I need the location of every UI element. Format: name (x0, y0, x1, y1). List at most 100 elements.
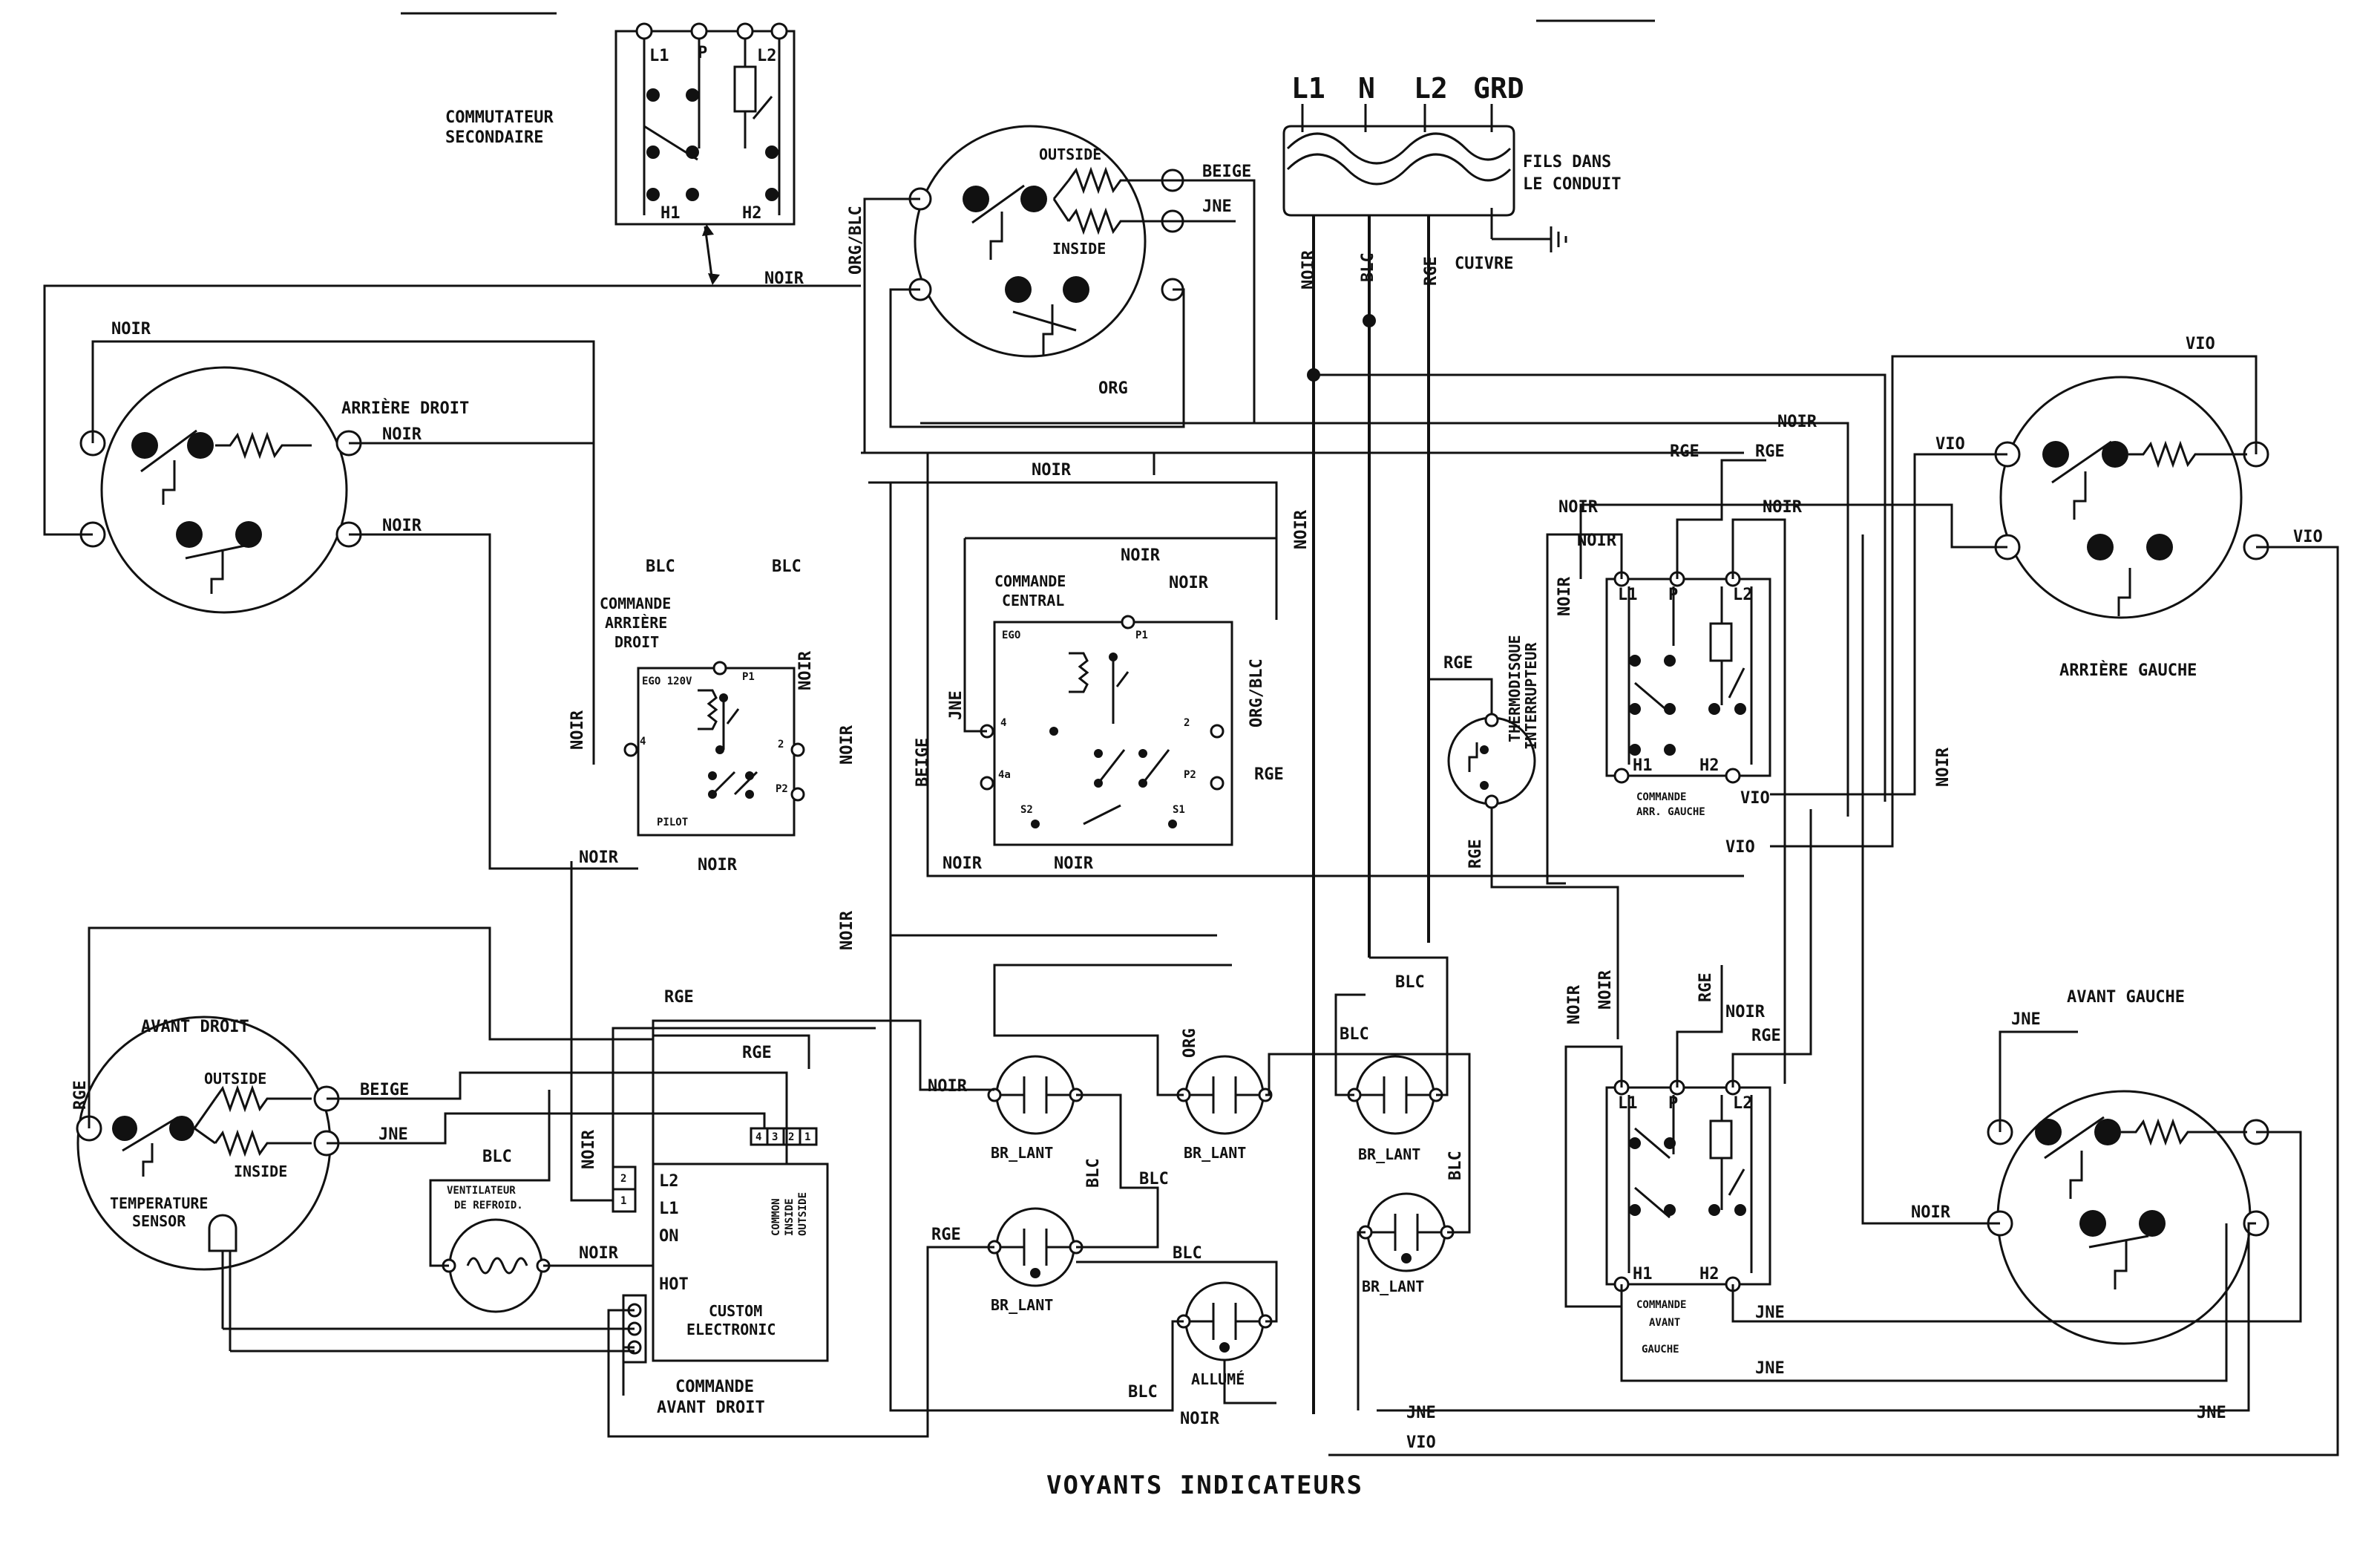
svg-text:ON: ON (659, 1227, 679, 1246)
rear-left-wire-vio-2: VIO (2186, 335, 2215, 353)
lamp-wire-blc-5: BLC (1446, 1151, 1465, 1180)
fl-ctrl-wire-rge-1: RGE (1697, 972, 1715, 1002)
rear-left-wire-vio-1: VIO (1935, 435, 1965, 454)
fl-ctrl-wire-noir-2: NOIR (1596, 969, 1615, 1010)
thermodisque-label-1: THERMODISQUE (1506, 635, 1524, 743)
svg-text:PILOT: PILOT (657, 817, 688, 828)
supply-n: N (1358, 72, 1375, 105)
rl-ctrl-wire-noir-1: NOIR (1558, 498, 1599, 517)
svg-text:3: 3 (772, 1131, 778, 1143)
front-right-label: AVANT DROIT (141, 1018, 249, 1036)
center-ctrl-wire-noir-5: NOIR (1054, 854, 1094, 873)
svg-text:H2: H2 (742, 204, 762, 223)
svg-text:L2: L2 (1733, 1094, 1753, 1113)
temp-sensor-label-1: TEMPERATURE (110, 1194, 208, 1212)
rl-ctrl-wire-vio-2: VIO (1725, 838, 1755, 857)
fr-ctrl-wire-noir: NOIR (580, 1129, 598, 1169)
svg-text:L2: L2 (659, 1172, 679, 1191)
front-left-element: AVANT GAUCHE JNE NOIR (1911, 988, 2269, 1345)
front-left-wire-noir: NOIR (1911, 1203, 1951, 1222)
lamp-2-label: BR_LANT (1184, 1144, 1246, 1162)
svg-text:1: 1 (620, 1195, 626, 1207)
svg-text:S1: S1 (1173, 804, 1185, 816)
rear-right-label: ARRIÈRE DROIT (341, 399, 469, 418)
svg-text:H1: H1 (1633, 1265, 1653, 1284)
fl-ctrl-label-2: AVANT (1649, 1317, 1680, 1329)
svg-text:H2: H2 (1699, 756, 1720, 775)
rl-ctrl-wire-noir-4: NOIR (1555, 576, 1574, 616)
conduit-label-1: FILS DANS (1523, 153, 1611, 171)
rr-ctrl-label-2: ARRIÈRE (605, 614, 667, 632)
front-right-control: VENTILATEUR DE REFROID. NOIR BLC L2 L1 O… (442, 988, 829, 1417)
supply-l1: L1 (1291, 72, 1325, 105)
fan-label-2: DE REFROID. (454, 1200, 523, 1211)
indicator-lamps: BR_LANT BR_LANT BR_LANT BR_LANT BR_LANT (928, 973, 1465, 1428)
rr-ctrl-wire-noir-2: NOIR (796, 650, 815, 690)
front-right-inside-label: INSIDE (234, 1162, 287, 1180)
secondary-switch-label-2: SECONDAIRE (445, 128, 543, 147)
svg-text:2: 2 (1184, 717, 1190, 729)
svg-text:L1: L1 (1618, 1094, 1638, 1113)
supply-grd: GRD (1473, 72, 1524, 105)
svg-text:HOT: HOT (659, 1275, 689, 1294)
lamp-wire-blc-3: BLC (1084, 1158, 1103, 1188)
rl-ctrl-wire-rge-2: RGE (1755, 442, 1785, 461)
common-label-2: INSIDE (784, 1198, 796, 1236)
svg-text:4: 4 (755, 1131, 761, 1143)
front-left-wire-jne: JNE (2011, 1010, 2041, 1029)
power-supply: L1 N L2 GRD FILS DANS LE CONDUIT CUIVRE … (1282, 72, 1621, 1414)
center-ctrl-wire-org-blc: ORG/BLC (1248, 658, 1266, 727)
thermodisque-wire-rge-1: RGE (1443, 654, 1473, 673)
rear-right-wire-noir-2: NOIR (382, 517, 422, 535)
front-right-element: OUTSIDE INSIDE AVANT DROIT TEMPERATURE S… (71, 1016, 409, 1351)
rear-right-element: ARRIÈRE DROIT NOIR NOIR NOIR (79, 320, 469, 614)
fl-ctrl-wire-jne-1: JNE (1755, 1304, 1785, 1322)
common-label-1: COMMON (770, 1198, 782, 1236)
rr-ctrl-wire-noir-6: NOIR (698, 856, 738, 874)
conduit-label-2: LE CONDUIT (1523, 175, 1621, 194)
svg-text:L1: L1 (1618, 586, 1638, 604)
temp-sensor-label-2: SENSOR (132, 1212, 186, 1230)
lamp-wire-blc-6: BLC (1173, 1244, 1202, 1263)
lamp-wire-blc-2: BLC (1395, 973, 1425, 992)
rr-ctrl-wire-blc-1: BLC (646, 557, 675, 576)
thermodisque: THERMODISQUE INTERRUPTEUR RGE RGE (1443, 635, 1540, 869)
temp-sensor (208, 1214, 237, 1252)
svg-text:P1: P1 (1135, 630, 1148, 641)
rear-left-element: ARRIÈRE GAUCHE VIO VIO VIO (1935, 335, 2323, 680)
svg-text:4: 4 (640, 736, 646, 748)
front-right-wire-rge: RGE (71, 1080, 90, 1110)
front-left-control: L1 P L2 H1 H2 COMMANDE AVANT GAUCHE NOIR… (1406, 969, 2226, 1452)
center-element: OUTSIDE INSIDE BEIGE JNE ORG/BLC ORG NOI… (764, 125, 1251, 398)
fl-ctrl-wire-jne-4: JNE (2197, 1404, 2226, 1422)
svg-text:P1: P1 (742, 671, 755, 683)
fl-ctrl-wire-noir-3: NOIR (1725, 1003, 1766, 1021)
lamp-4-label: BR_LANT (991, 1296, 1053, 1314)
rr-ctrl-wire-blc-2: BLC (772, 557, 801, 576)
custom-label-1: CUSTOM (709, 1302, 762, 1320)
lamp-3-label: BR_LANT (1358, 1145, 1420, 1163)
custom-label-2: ELECTRONIC (686, 1321, 776, 1338)
svg-text:L1: L1 (659, 1200, 679, 1218)
lamp-wire-noir-1: NOIR (928, 1077, 968, 1096)
center-wire-beige: BEIGE (1202, 163, 1251, 181)
center-wire-jne: JNE (1202, 197, 1232, 216)
svg-text:P2: P2 (1184, 769, 1196, 781)
secondary-switch-label-1: COMMUTATEUR (445, 108, 554, 127)
lamp-5-label: BR_LANT (1362, 1278, 1424, 1295)
svg-text:EGO 120V: EGO 120V (642, 676, 692, 687)
fl-ctrl-wire-rge-2: RGE (1751, 1027, 1781, 1045)
common-label-3: OUTSIDE (797, 1192, 809, 1236)
front-right-wire-beige: BEIGE (360, 1081, 409, 1099)
rear-left-label: ARRIÈRE GAUCHE (2059, 661, 2197, 680)
rr-ctrl-label-3: DROIT (614, 633, 659, 651)
center-ctrl-wire-noir-4: NOIR (943, 854, 983, 873)
center-outside-label: OUTSIDE (1039, 145, 1101, 163)
svg-text:H2: H2 (1699, 1265, 1720, 1284)
conduit-bottom-wave (1286, 153, 1512, 186)
lamp-wire-blc-4: BLC (1139, 1170, 1169, 1188)
lamp-wire-blc-7: BLC (1128, 1383, 1158, 1402)
rl-ctrl-wire-vio-1: VIO (1740, 789, 1770, 808)
center-wire-org-blc: ORG/BLC (847, 206, 865, 275)
